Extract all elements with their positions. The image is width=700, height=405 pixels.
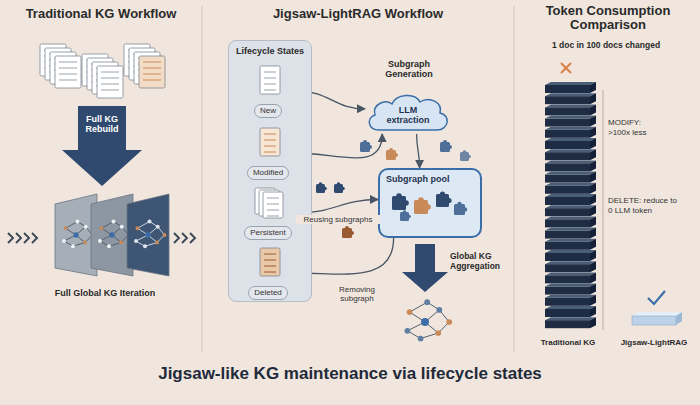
note-label: 1 doc in 100 docs changed [540, 40, 672, 50]
state-label: Deleted [248, 286, 288, 300]
note-label: Full Global KG Iteration [40, 288, 170, 299]
note-label: DELETE: reduce to 0 LLM token [608, 196, 680, 217]
connector [298, 238, 394, 274]
state-group: Lifecycle StatesNewModifiedPersistentDel… [228, 40, 312, 302]
note-label: Jigsaw-LightRAG [612, 338, 696, 348]
group-heading: Lifecycle States [229, 46, 311, 56]
note-label: Traditional KG [532, 338, 604, 348]
note-label: Subgraph Generation [372, 60, 446, 80]
state-item: Deleted [238, 247, 298, 299]
state-label: New [254, 104, 282, 118]
state-item: New [238, 65, 298, 117]
panel-heading: Traditional KG Workflow [4, 6, 198, 22]
document-icon [238, 65, 298, 97]
pool-heading: Subgraph pool [386, 174, 474, 184]
panel-heading: Token Consumption Comparison [530, 4, 686, 33]
process-cloud: LLM extraction [365, 92, 451, 134]
document-icon [238, 187, 298, 219]
pool-box: Subgraph pool [378, 168, 482, 238]
panel-heading: Jigsaw-LightRAG Workflow [210, 6, 506, 22]
document-icon [238, 247, 298, 279]
state-item: Persistent [238, 187, 298, 239]
note-label: MODIFY: >100x less [608, 118, 648, 139]
note-label: Full KG Rebuild [78, 114, 126, 135]
pool-pieces [386, 184, 474, 224]
process-label: LLM extraction [380, 106, 436, 126]
state-label: Modified [247, 166, 289, 180]
note-label: Global KG Aggregation [450, 252, 510, 272]
state-label: Persistent [244, 226, 292, 240]
edge-label: Removing subgraph [329, 285, 385, 303]
state-item: Modified [238, 127, 298, 179]
caption: Jigsaw-like KG maintenance via lifecycle… [0, 364, 700, 384]
document-icon [238, 127, 298, 159]
connector [417, 134, 420, 168]
edge-label: Reusing subgraphs [296, 215, 380, 224]
